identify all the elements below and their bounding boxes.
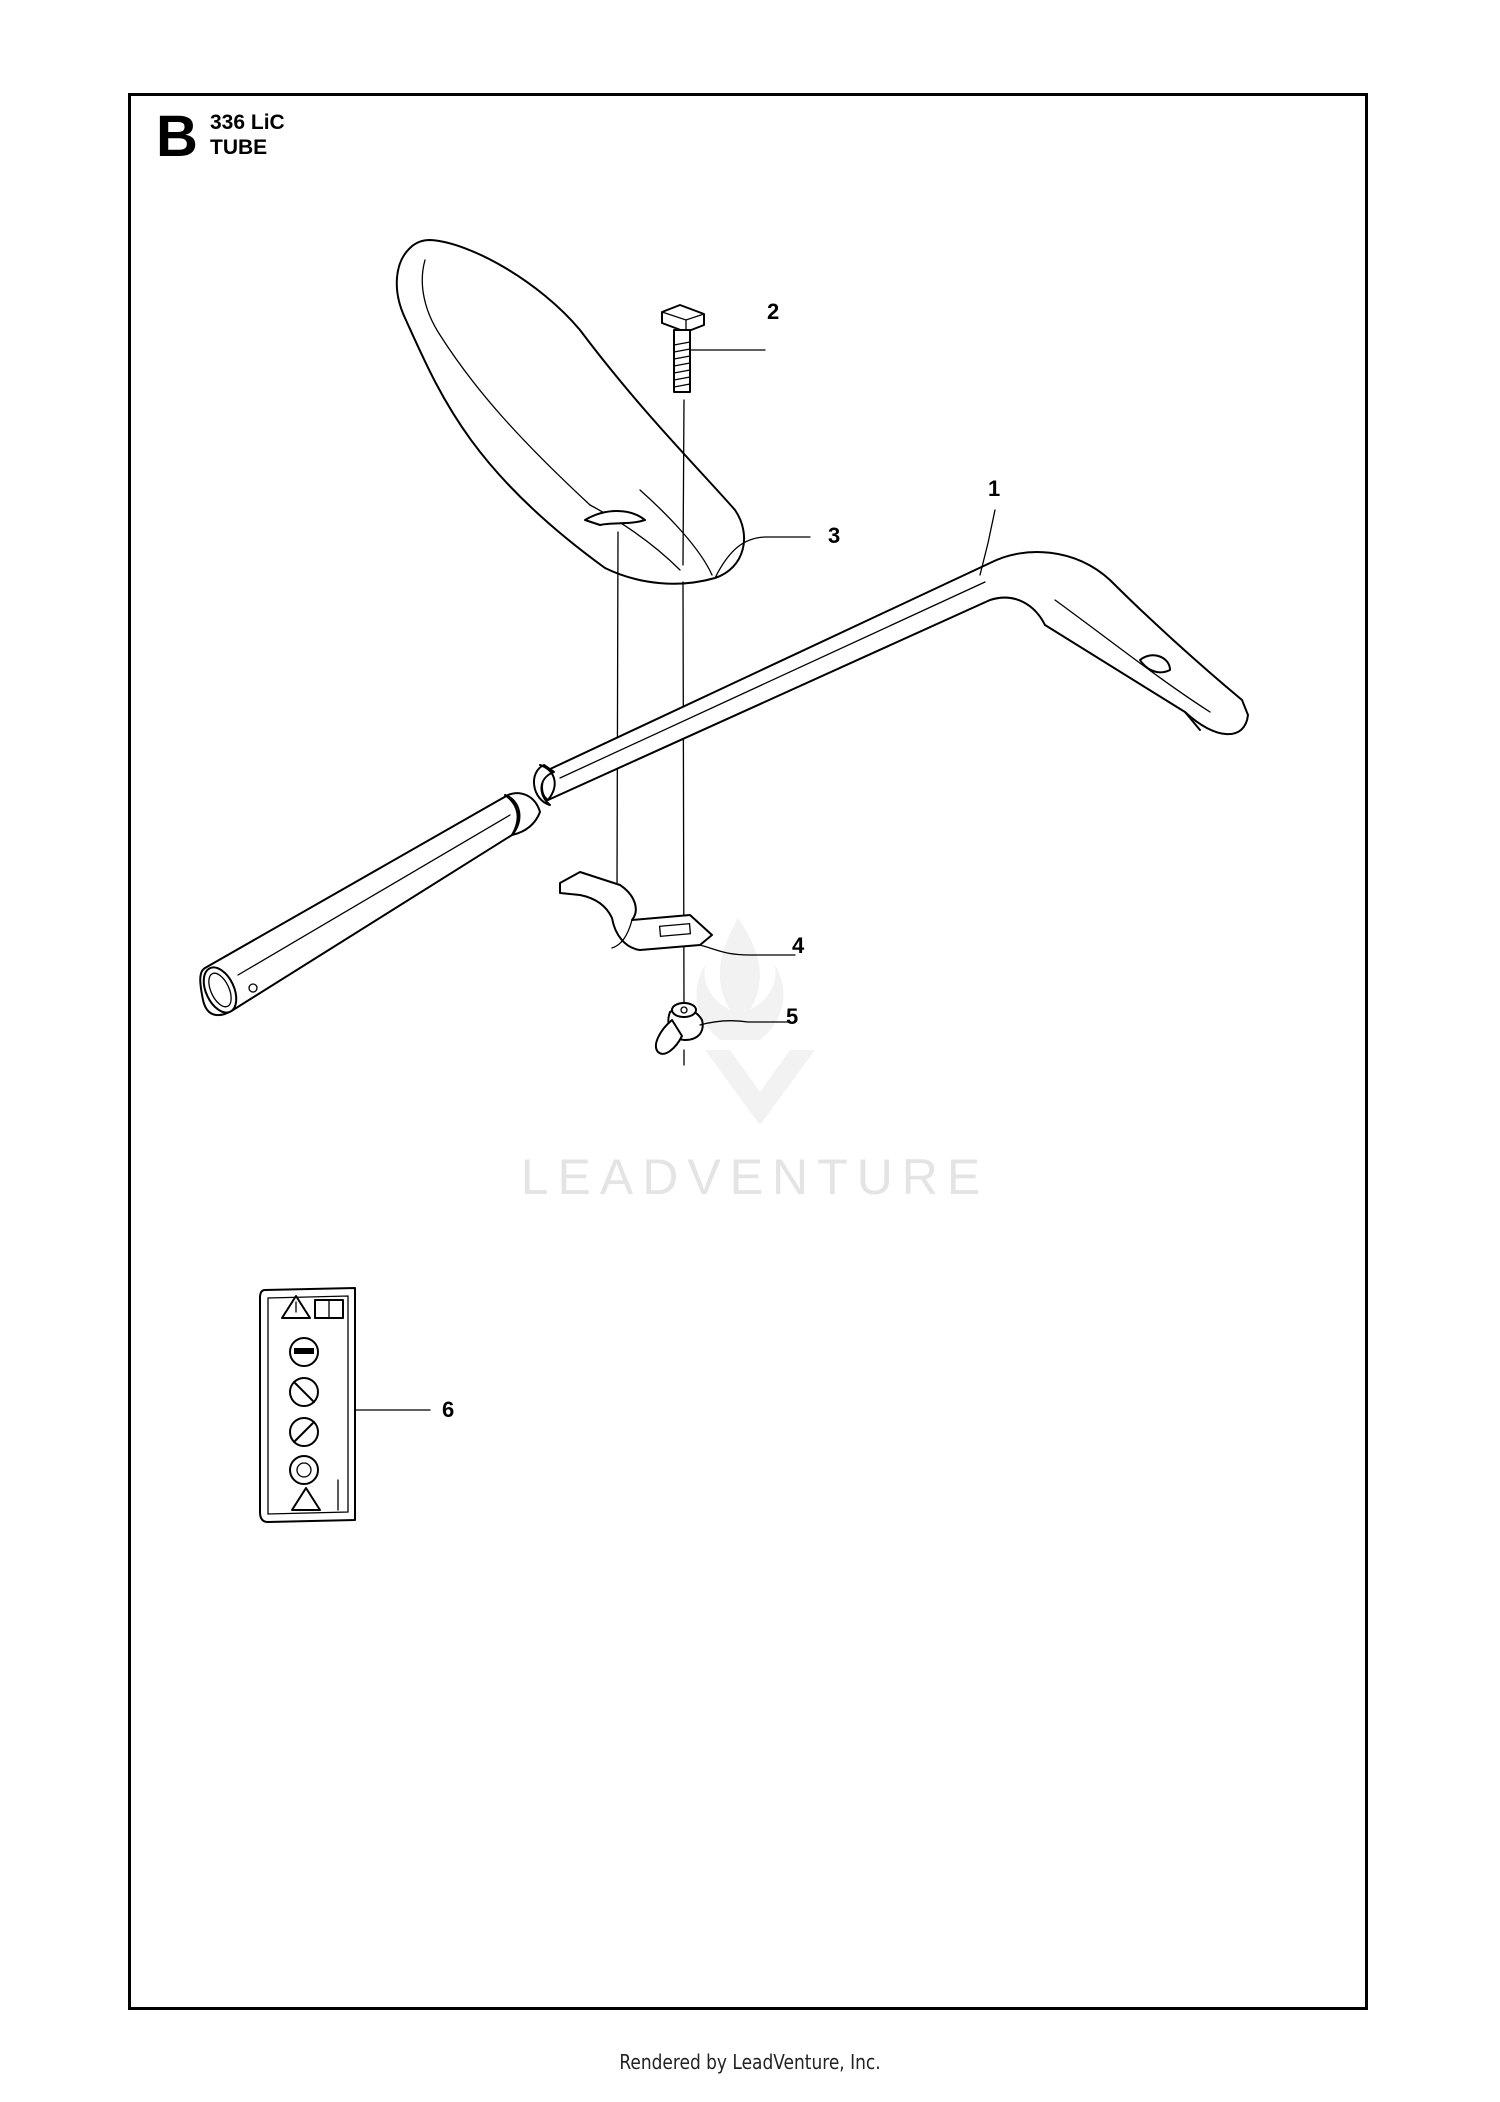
watermark-text: LEADVENTURE: [520, 1149, 990, 1205]
part-5-wing-nut: [654, 1002, 704, 1055]
diagram-frame: [128, 93, 1368, 2010]
callout-1[interactable]: 1: [988, 476, 1001, 501]
callout-4[interactable]: 4: [792, 933, 805, 958]
part-4-bracket: [559, 871, 713, 951]
callout-5[interactable]: 5: [786, 1004, 799, 1029]
callout-6[interactable]: 6: [442, 1397, 455, 1422]
part-3-grip-handle: [395, 239, 745, 585]
callout-3[interactable]: 3: [828, 523, 841, 548]
part-1-tube: [199, 551, 1249, 1017]
part-2-bolt: [661, 304, 705, 393]
leader-lines: [354, 349, 996, 1411]
watermark-logo: [696, 918, 815, 1125]
footer-credit: Rendered by LeadVenture, Inc.: [619, 2050, 881, 2074]
part-6-safety-decal: [259, 1287, 356, 1523]
section-letter: B: [156, 104, 198, 169]
model-name: 336 LiC: [210, 111, 285, 134]
callout-2[interactable]: 2: [767, 299, 780, 324]
section-title: TUBE: [210, 136, 268, 159]
